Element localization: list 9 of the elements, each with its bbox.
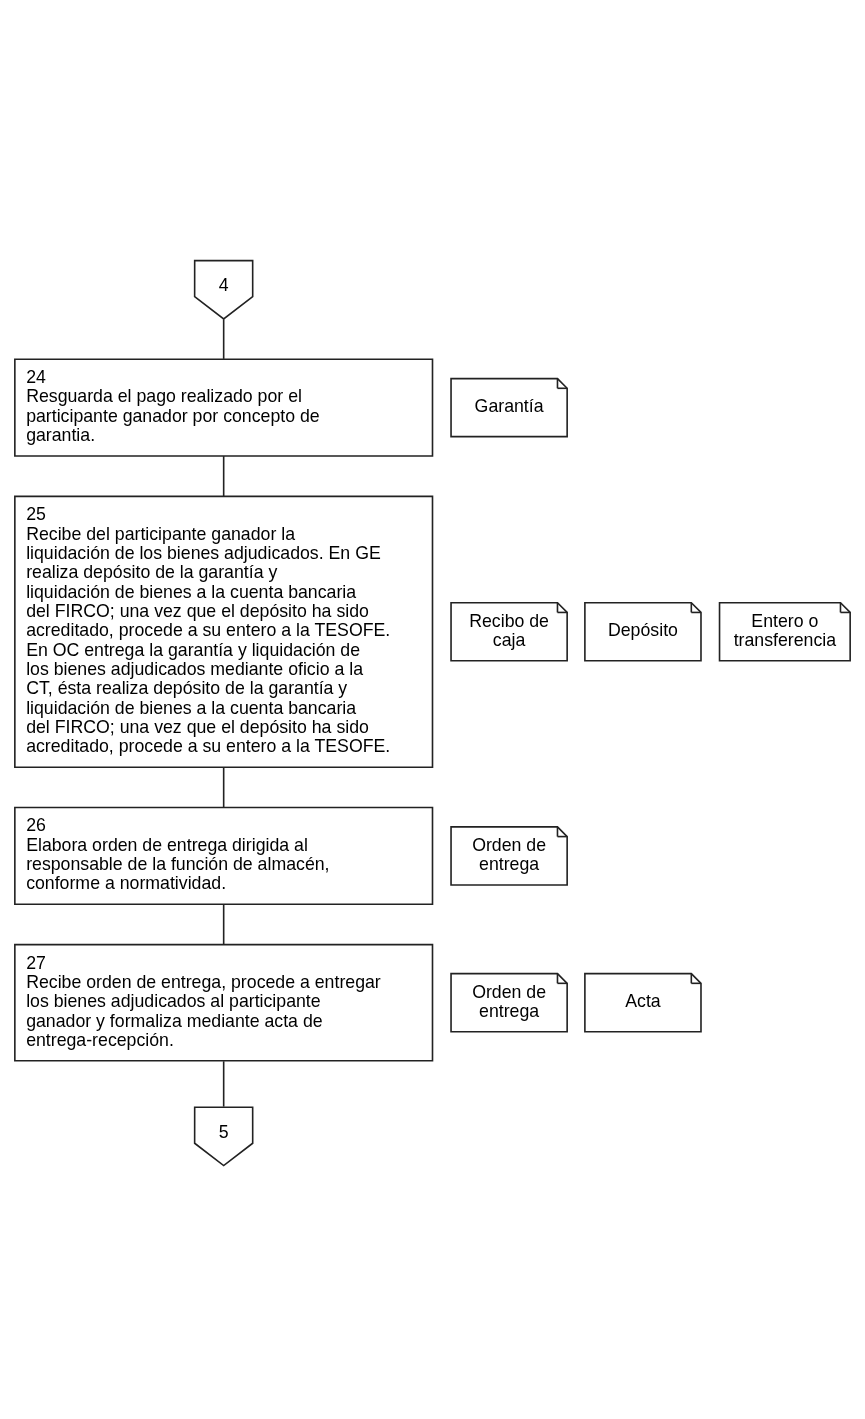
node-box: 26 Elabora orden de entrega dirigida al responsable de la función de almacén, conforme a normatividad. <box>14 806 434 905</box>
connector <box>222 766 225 808</box>
connector <box>222 1059 225 1107</box>
connector <box>222 454 225 497</box>
connector <box>222 317 225 360</box>
connector <box>222 903 225 945</box>
node-box: 24 Resguarda el pago realizado por el participante ganador por concepto de garantia. <box>14 357 434 457</box>
node-box: 27 Recibe orden de entrega, procede a entregar los bienes adjudicados al participante ganador y formaliza mediante acta de entrega-recepción. <box>14 943 434 1062</box>
node-box: 25 Recibe del participante ganador la liquidación de los bienes adjudicados. En GE realiza depósito de la garantía y liquidación de bienes a la cuenta bancaria del FIRCO; una vez que el depósito ha sido acreditado, procede a su entero a la TESOFE. En OC entrega la garantía y liquidación de los bienes adjudicados mediante oficio a la CT, ésta realiza depósito de la garantía y liquidación de bienes a la cuenta bancaria del FIRCO; una vez que el depósito ha sido acreditado, procede a su entero a la TESOFE. <box>14 495 434 768</box>
